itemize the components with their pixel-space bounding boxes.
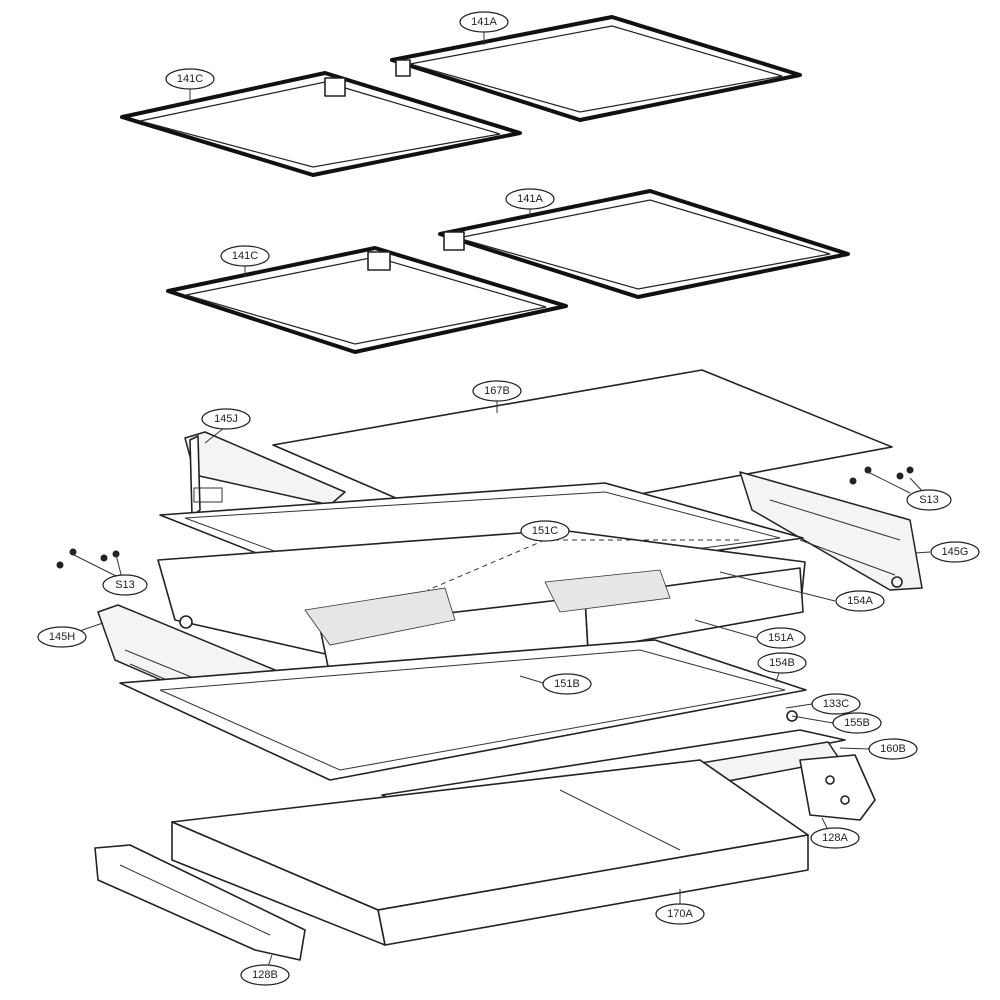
callout-141c-top: 141C — [165, 68, 215, 90]
svg-text:141A: 141A — [517, 193, 543, 205]
tray-170a — [171, 759, 809, 946]
svg-text:145H: 145H — [49, 631, 75, 643]
svg-text:141C: 141C — [177, 73, 203, 85]
callout-141c-mid: 141C — [220, 245, 270, 267]
callout-145j: 145J — [201, 408, 251, 430]
shelf-141c-top — [120, 71, 522, 177]
shelf-141a-mid — [438, 189, 850, 299]
callout-128b: 128B — [240, 964, 290, 986]
callout-s13-left: S13 — [102, 574, 148, 596]
callout-141a-top: 141A — [459, 11, 509, 33]
svg-text:145J: 145J — [214, 413, 238, 425]
svg-text:154B: 154B — [769, 657, 795, 669]
svg-text:128A: 128A — [822, 832, 848, 844]
side-panel-145g — [739, 471, 923, 591]
shelf-141c-mid — [166, 246, 568, 354]
svg-text:170A: 170A — [667, 908, 693, 920]
svg-text:160B: 160B — [880, 743, 906, 755]
bracket-plate-154b — [119, 639, 807, 781]
callout-128a: 128A — [810, 827, 860, 849]
callout-133c: 133C — [811, 693, 861, 715]
svg-text:141C: 141C — [232, 250, 258, 262]
svg-text:S13: S13 — [115, 579, 135, 591]
rail-bracket-128a — [799, 754, 876, 821]
svg-text:154A: 154A — [847, 595, 873, 607]
svg-text:151A: 151A — [768, 632, 794, 644]
callout-s13-right: S13 — [906, 489, 952, 511]
callout-151a: 151A — [756, 627, 806, 649]
callout-151c: 151C — [520, 520, 570, 542]
side-panel-145j — [184, 431, 346, 517]
svg-text:145G: 145G — [942, 546, 969, 558]
callout-141a-mid: 141A — [505, 188, 555, 210]
shelf-141a-top — [390, 15, 802, 122]
callout-154b: 154B — [757, 652, 807, 674]
callout-154a: 154A — [835, 590, 885, 612]
callout-155b: 155B — [832, 712, 882, 734]
callout-145h: 145H — [37, 626, 87, 648]
drawer-bin-151a — [157, 529, 806, 701]
screw-set-right — [849, 466, 914, 485]
svg-text:151C: 151C — [532, 525, 558, 537]
callout-160b: 160B — [868, 738, 918, 760]
svg-text:S13: S13 — [919, 494, 939, 506]
screw-set-left — [56, 548, 120, 569]
svg-text:128B: 128B — [252, 969, 278, 981]
svg-text:151B: 151B — [554, 678, 580, 690]
svg-text:155B: 155B — [844, 717, 870, 729]
callout-170a: 170A — [655, 903, 705, 925]
svg-text:141A: 141A — [471, 16, 497, 28]
svg-text:167B: 167B — [484, 385, 510, 397]
callout-145g: 145G — [930, 541, 980, 563]
svg-text:133C: 133C — [823, 698, 849, 710]
front-bracket-128b — [94, 844, 306, 961]
callout-167b: 167B — [472, 380, 522, 402]
callout-151b: 151B — [542, 673, 592, 695]
